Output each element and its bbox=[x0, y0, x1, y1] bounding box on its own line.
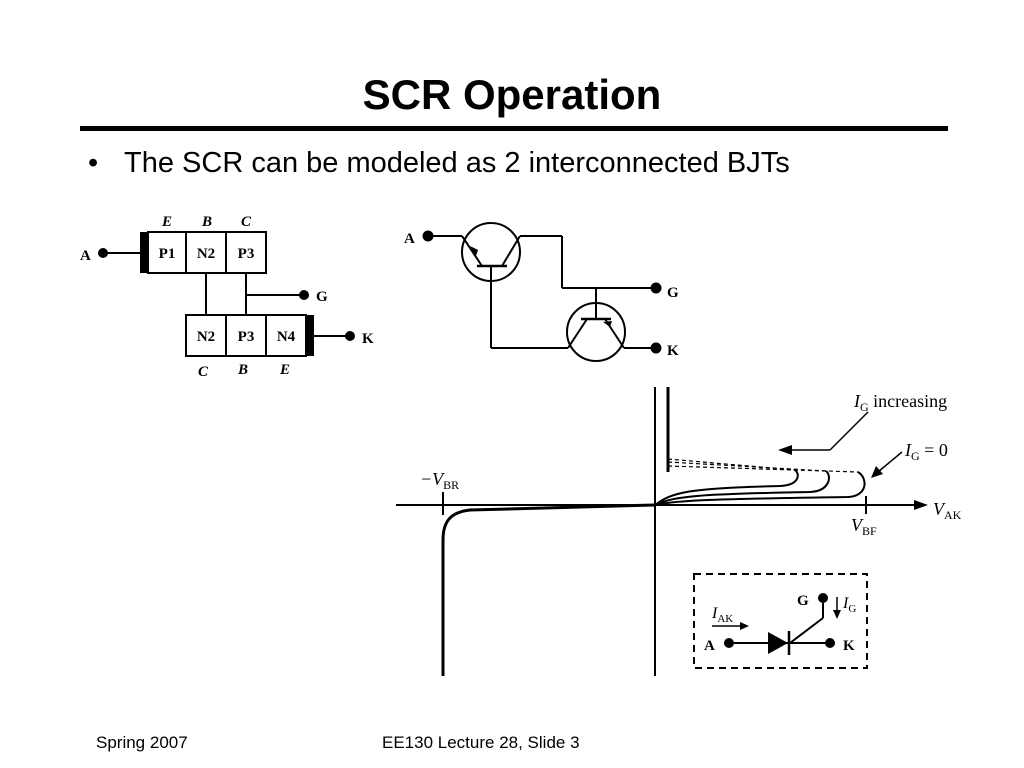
neg-breakdown-label: −VBR bbox=[420, 469, 459, 492]
inset-cathode-label: K bbox=[843, 638, 855, 654]
inset-gate-diagonal bbox=[789, 617, 824, 644]
top-region-label-e: E bbox=[161, 214, 172, 230]
bjt-anode-label: A bbox=[404, 231, 415, 247]
anode-contact-bar bbox=[140, 232, 148, 273]
pnp-emitter-arrow bbox=[470, 246, 478, 256]
top-box-p3-label: P3 bbox=[238, 246, 255, 262]
bottom-region-label-e: E bbox=[279, 362, 290, 378]
bullet-dot: • bbox=[88, 147, 99, 179]
breakover-label: VBF bbox=[851, 515, 877, 538]
inset-iak-label: IAK bbox=[711, 605, 733, 625]
ig-zero-arrowhead bbox=[871, 466, 883, 478]
top-box-n2-label: N2 bbox=[197, 246, 215, 262]
ig-increasing-label: IG increasing bbox=[853, 391, 947, 414]
ig-current-arrowhead bbox=[833, 610, 841, 619]
scr-diode-triangle bbox=[768, 632, 788, 654]
top-box-p1-label: P1 bbox=[159, 246, 176, 262]
top-region-label-b: B bbox=[201, 214, 212, 230]
cathode-contact-bar bbox=[306, 315, 314, 356]
bjt-cathode-label: K bbox=[667, 343, 679, 359]
npn-collector bbox=[567, 318, 588, 349]
bjt-cathode-terminal bbox=[650, 342, 662, 354]
bjt-gate-terminal bbox=[650, 282, 662, 294]
footer-date: Spring 2007 bbox=[96, 733, 188, 752]
x-axis-label: VAK bbox=[933, 499, 962, 522]
inset-ig-label: IG bbox=[842, 595, 856, 615]
top-region-label-c: C bbox=[241, 214, 252, 230]
ig-zero-label: IG = 0 bbox=[904, 440, 948, 463]
inset-dashed-border bbox=[693, 573, 868, 669]
inset-anode-label: A bbox=[704, 638, 715, 654]
anode-terminal bbox=[98, 248, 108, 258]
pnp-collector bbox=[501, 235, 521, 267]
pnp-emitter bbox=[461, 235, 483, 267]
dashed-switch-2 bbox=[667, 461, 827, 472]
inset-cathode-terminal bbox=[825, 638, 835, 648]
bottom-box-n2-label: N2 bbox=[197, 329, 215, 345]
ig-increasing-arrow-line bbox=[829, 411, 869, 451]
inset-gate-label: G bbox=[797, 593, 809, 609]
ig-zero-arrow-line bbox=[877, 451, 903, 473]
reverse-curve bbox=[441, 503, 656, 676]
bjt-anode-terminal bbox=[422, 230, 434, 242]
footer-slide-info: EE130 Lecture 28, Slide 3 bbox=[382, 733, 580, 752]
bullet-text: The SCR can be modeled as 2 interconnect… bbox=[124, 147, 790, 179]
inset-anode-terminal bbox=[724, 638, 734, 648]
gate-label: G bbox=[316, 289, 328, 305]
bottom-region-label-c: C bbox=[198, 364, 209, 380]
forward-curve-1 bbox=[654, 469, 799, 506]
bjt-model: A G K bbox=[404, 222, 679, 362]
bullet-item: • The SCR can be modeled as 2 interconnec… bbox=[88, 145, 790, 181]
npn-emitter-arrow bbox=[603, 321, 612, 327]
iak-current-arrowhead bbox=[740, 622, 749, 630]
bottom-box-p3-label: P3 bbox=[238, 329, 255, 345]
bjt-gate-label: G bbox=[667, 285, 679, 301]
forward-curve-ig0 bbox=[654, 471, 866, 506]
iv-x-axis-arrow bbox=[914, 500, 928, 510]
bottom-region-label-b: B bbox=[237, 362, 248, 378]
scr-symbol-inset: G IG IAK A K bbox=[693, 573, 868, 669]
title-divider bbox=[80, 126, 948, 131]
layer-diagram: E B C P1 N2 P3 A G N2 bbox=[80, 214, 374, 380]
slide-title: SCR Operation bbox=[362, 71, 662, 118]
anode-label: A bbox=[80, 248, 91, 264]
inset-gate-terminal bbox=[818, 593, 828, 603]
iv-plot: IG increasing IG = 0 −VBR VBF VAK bbox=[396, 387, 962, 676]
cathode-terminal bbox=[345, 331, 355, 341]
cathode-label: K bbox=[362, 331, 374, 347]
forward-curve-2 bbox=[654, 470, 830, 506]
gate-terminal bbox=[299, 290, 309, 300]
bottom-box-n4-label: N4 bbox=[277, 329, 296, 345]
dashed-switch-3 bbox=[667, 465, 859, 473]
ig-increasing-arrowhead bbox=[778, 445, 792, 455]
